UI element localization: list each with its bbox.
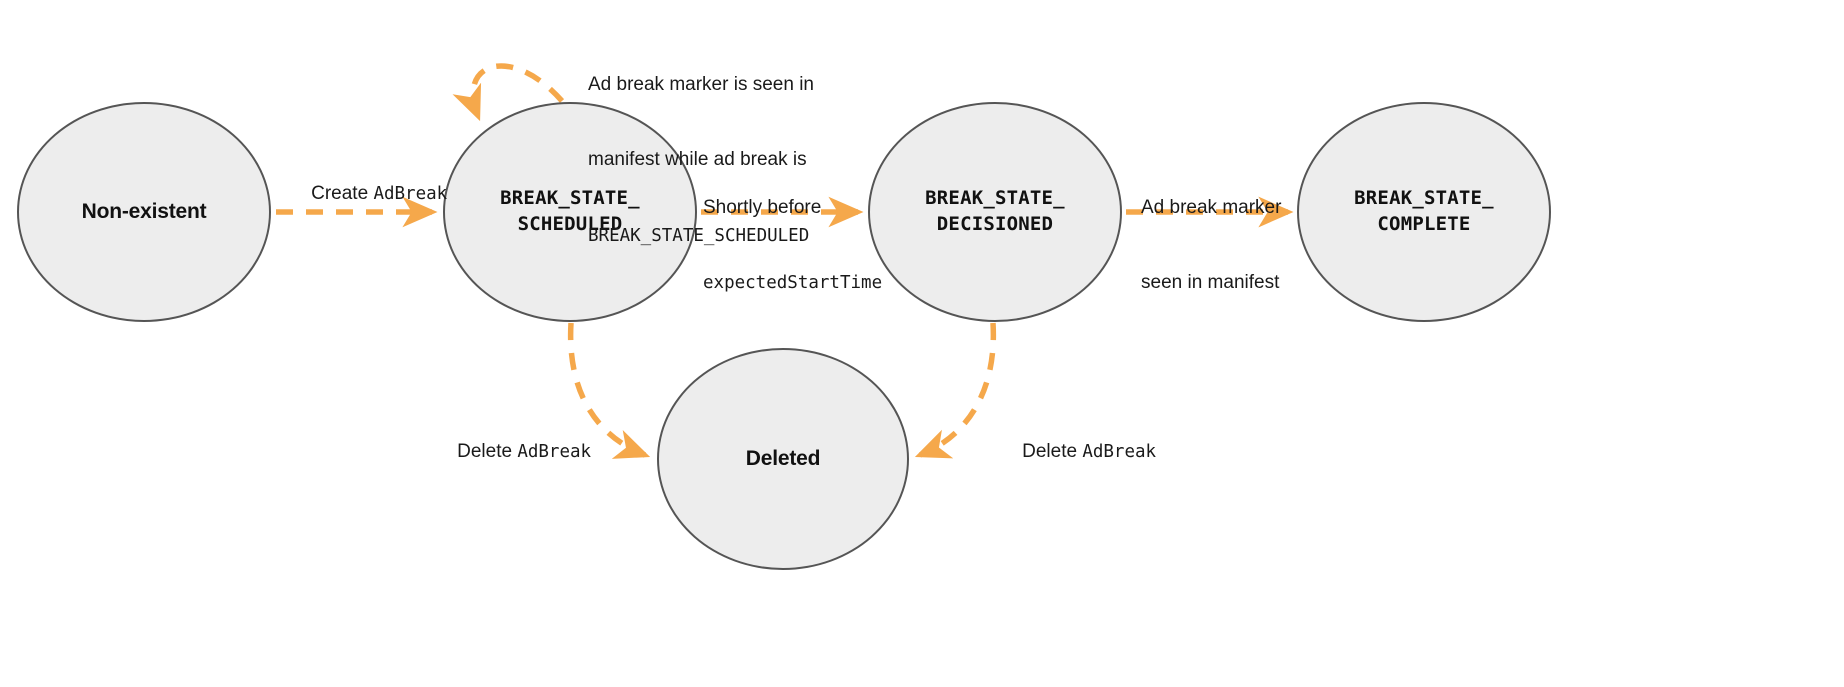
edge-label-line-1: Ad break marker is seen in: [588, 74, 814, 96]
edge-label-line-2: seen in manifest: [1141, 272, 1280, 294]
edge-label-code: AdBreak: [373, 184, 448, 205]
edge-label-delete-from-decisioned: Delete AdBreak: [1001, 414, 1156, 489]
node-label: BREAK_STATE_ DECISIONED: [925, 187, 1065, 235]
node-label: BREAK_STATE_ COMPLETE: [1354, 187, 1494, 235]
node-break-state-decisioned[interactable]: BREAK_STATE_ DECISIONED: [868, 102, 1122, 322]
edge-label-line-3-code: BREAK_STATE_SCHEDULED: [588, 225, 810, 246]
edge-label-self-loop-scheduled: Ad break marker is seen in manifest whil…: [588, 22, 814, 298]
edge-label-code: AdBreak: [1082, 442, 1157, 463]
edge-label-text: Delete: [1022, 441, 1083, 463]
edge-label-code: AdBreak: [517, 442, 592, 463]
node-break-state-scheduled[interactable]: BREAK_STATE_ SCHEDULED: [443, 102, 697, 322]
edge-label-text: Create: [311, 183, 374, 205]
node-deleted[interactable]: Deleted: [657, 348, 909, 570]
edge-label-create-adbreak: Create AdBreak: [290, 156, 447, 231]
edge-delete-from-decisioned: [914, 322, 997, 459]
edge-label-line-2-code: expectedStartTime: [703, 273, 883, 294]
node-non-existent[interactable]: Non-existent: [17, 102, 271, 322]
node-break-state-complete[interactable]: BREAK_STATE_ COMPLETE: [1297, 102, 1551, 322]
edge-label-text: Delete: [457, 441, 518, 463]
node-label: Non-existent: [81, 199, 207, 223]
node-label: BREAK_STATE_ SCHEDULED: [500, 187, 640, 235]
edge-self-loop-scheduled: [452, 63, 565, 122]
edge-label-line-1: Shortly before: [703, 197, 822, 219]
edge-label-delete-from-scheduled: Delete AdBreak: [436, 414, 591, 489]
edge-label-line-2: manifest while ad break is: [588, 149, 807, 171]
edge-label-shortly-before: Shortly before expectedStartTime: [703, 145, 882, 346]
node-label: Deleted: [745, 446, 821, 470]
edge-label-marker-seen-in-manifest: Ad break marker seen in manifest: [1141, 145, 1281, 346]
edge-label-line-1: Ad break marker: [1141, 197, 1282, 219]
